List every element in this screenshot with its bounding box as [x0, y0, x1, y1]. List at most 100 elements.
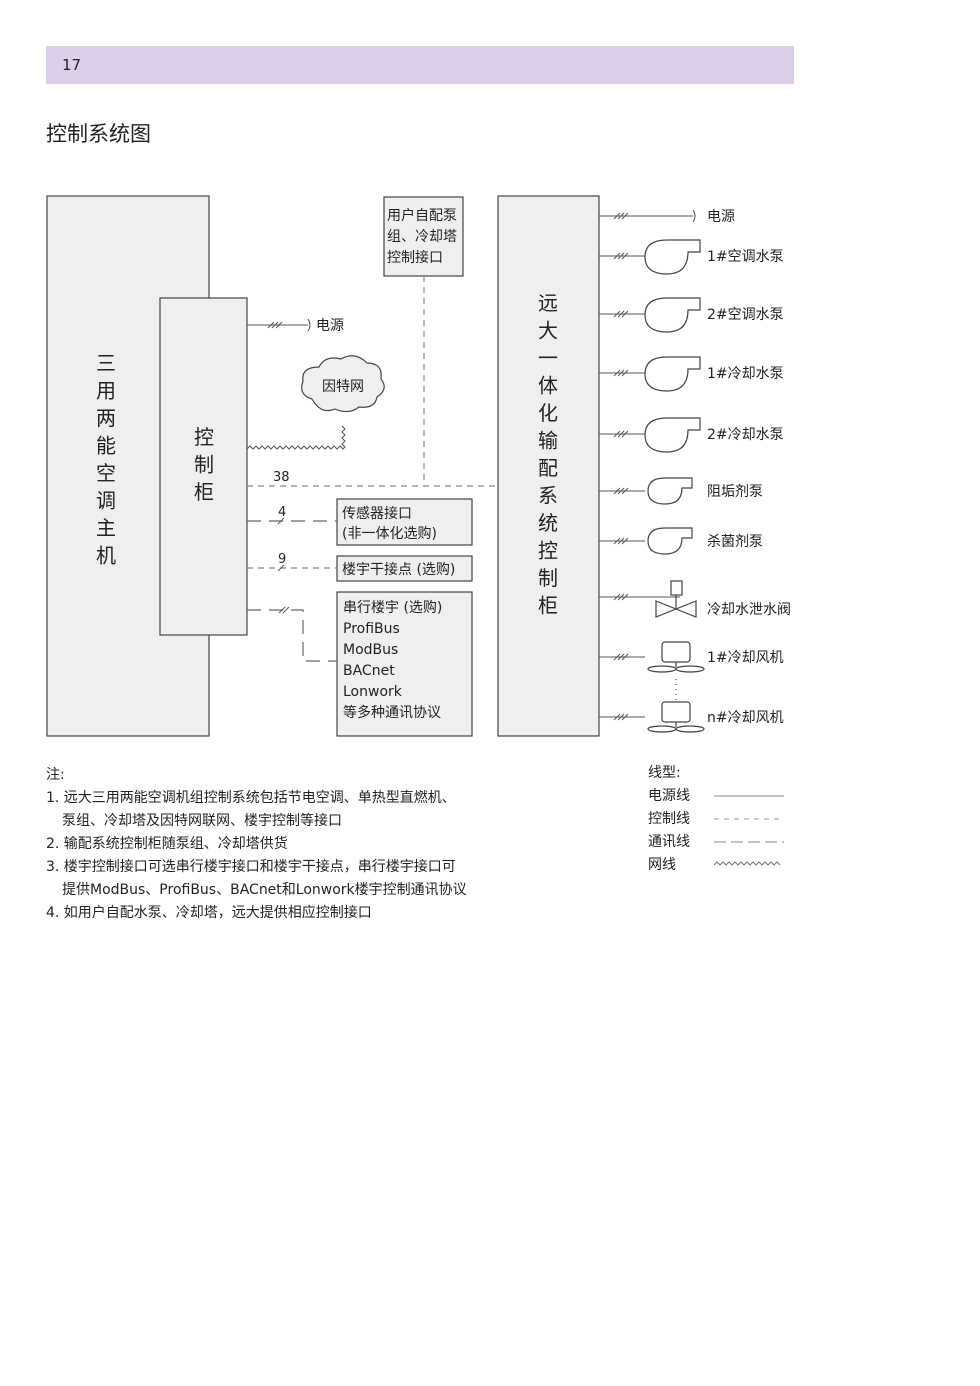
note-line-2: 泵组、冷却塔及因特网联网、楼宇控制等接口	[62, 813, 342, 829]
legend-item-control: 控制线	[648, 808, 784, 831]
device-pump-small: 杀菌剂泵	[599, 527, 763, 555]
legend-heading: 线型:	[648, 765, 681, 781]
count-4: 4	[278, 505, 286, 520]
wire-tick	[613, 537, 621, 545]
device-valve: 冷却水泄水阀	[599, 580, 791, 618]
wire-tick	[617, 430, 625, 438]
device-label: 2#空调水泵	[707, 307, 784, 323]
distribution-char: 远	[538, 291, 558, 315]
device-pump-large: 1#冷却水泵	[599, 356, 784, 392]
serial-line-1: 串行楼宇 (选购)	[343, 600, 442, 616]
device-label: 阻垢剂泵	[707, 484, 763, 500]
device-label: 冷却水泄水阀	[707, 602, 791, 618]
wire-tick	[621, 369, 629, 377]
legend-wavy-line	[714, 861, 781, 866]
wire-tick	[621, 252, 629, 260]
note-line-5: 提供ModBus、ProfiBus、BACnet和Lonwork楼宇控制通讯协议	[62, 882, 467, 898]
legend-item-network: 网线	[648, 854, 781, 877]
fan-motor-icon	[661, 641, 691, 663]
network-line	[246, 425, 346, 450]
legend-item-comm: 通讯线	[648, 831, 784, 854]
main-unit-char: 能	[96, 434, 116, 458]
main-unit-char: 机	[96, 544, 116, 568]
note-line-4: 3. 楼宇控制接口可选串行楼宇接口和楼宇干接点，串行楼宇接口可	[46, 859, 456, 875]
internet-cloud	[301, 355, 385, 413]
wire-tick	[613, 713, 621, 721]
wire-tick	[617, 212, 625, 220]
note-line-3: 2. 输配系统控制柜随泵组、冷却塔供货	[46, 836, 288, 852]
device-pump-small: 阻垢剂泵	[599, 477, 763, 505]
legend-label-power: 电源线	[648, 788, 690, 804]
wire-tick	[621, 487, 629, 495]
wire-tick	[617, 369, 625, 377]
notes-heading: 注:	[46, 767, 65, 783]
device-fan: n#冷却风机	[599, 701, 784, 733]
wire-tick	[613, 653, 621, 661]
pump-icon	[644, 417, 701, 453]
main-unit-char: 调	[96, 489, 116, 513]
note-line-1: 1. 远大三用两能空调机组控制系统包括节电空调、单热型直燃机、	[46, 790, 456, 806]
serial-line-2: ProfiBus	[343, 621, 400, 637]
device-label: n#冷却风机	[707, 710, 784, 726]
serial-line-4: BACnet	[343, 663, 395, 679]
dry-contact-box	[336, 555, 473, 582]
distribution-char: 大	[538, 319, 558, 343]
main-unit-char: 用	[96, 379, 116, 403]
fan-motor-icon	[661, 701, 691, 723]
user-interface-line-1: 用户自配泵	[387, 207, 457, 224]
power-arrow-icon	[692, 209, 696, 223]
main-unit-char: 主	[96, 516, 116, 540]
page-number: 17	[62, 56, 82, 74]
user-interface-line-3: 控制接口	[387, 249, 443, 266]
line-legend: 线型: 电源线 控制线 通讯线 网线	[648, 762, 784, 877]
distribution-char: 一	[538, 346, 558, 370]
main-unit-char: 两	[96, 406, 116, 430]
serial-box	[336, 591, 473, 737]
legend-long-dash-line	[714, 841, 784, 843]
distribution-char: 配	[538, 456, 558, 480]
legend-solid-line	[714, 795, 784, 797]
wire-tick	[621, 310, 629, 318]
serial-line-5: Lonwork	[343, 684, 403, 700]
valve-actuator	[670, 580, 683, 596]
serial-line-6: 等多种通讯协议	[343, 704, 441, 721]
internet-label: 因特网	[322, 379, 364, 395]
legend-label-control: 控制线	[648, 811, 690, 827]
wire-tick	[621, 212, 629, 220]
device-power-arrow: 电源	[599, 209, 735, 225]
count-9: 9	[278, 552, 286, 567]
distribution-char: 统	[538, 511, 558, 535]
device-pump-large: 1#空调水泵	[599, 239, 784, 275]
page-title: 控制系统图	[46, 122, 151, 146]
pump-icon	[644, 356, 701, 392]
notes: 注: 1. 远大三用两能空调机组控制系统包括节电空调、单热型直燃机、 泵组、冷却…	[46, 764, 467, 925]
sensor-box	[336, 498, 473, 546]
legend-label-network: 网线	[648, 857, 676, 873]
wire-tick	[613, 369, 621, 377]
main-unit-char: 三	[96, 351, 116, 375]
wire-tick	[621, 653, 629, 661]
fan-blade-icon	[647, 725, 677, 733]
distribution-char: 柜	[538, 594, 558, 618]
sensor-line-1: 传感器接口	[342, 505, 412, 522]
dosing-pump-icon	[647, 477, 693, 505]
wire-tick	[617, 310, 625, 318]
pump-icon	[644, 297, 701, 333]
wire-tick	[617, 537, 625, 545]
device-pump-large: 2#空调水泵	[599, 297, 784, 333]
distribution-char: 制	[538, 566, 558, 590]
fan-blade-icon	[675, 665, 705, 673]
comm-tick-1	[278, 606, 286, 614]
main-unit-char: 空	[96, 461, 116, 485]
distribution-char: 输	[538, 429, 558, 453]
user-interface-box	[383, 196, 464, 277]
wire-tick	[621, 430, 629, 438]
wire-tick	[613, 593, 621, 601]
wire-tick	[617, 593, 625, 601]
power-line-left	[247, 318, 311, 332]
wire-tick	[617, 252, 625, 260]
device-label: 2#冷却水泵	[707, 427, 784, 443]
